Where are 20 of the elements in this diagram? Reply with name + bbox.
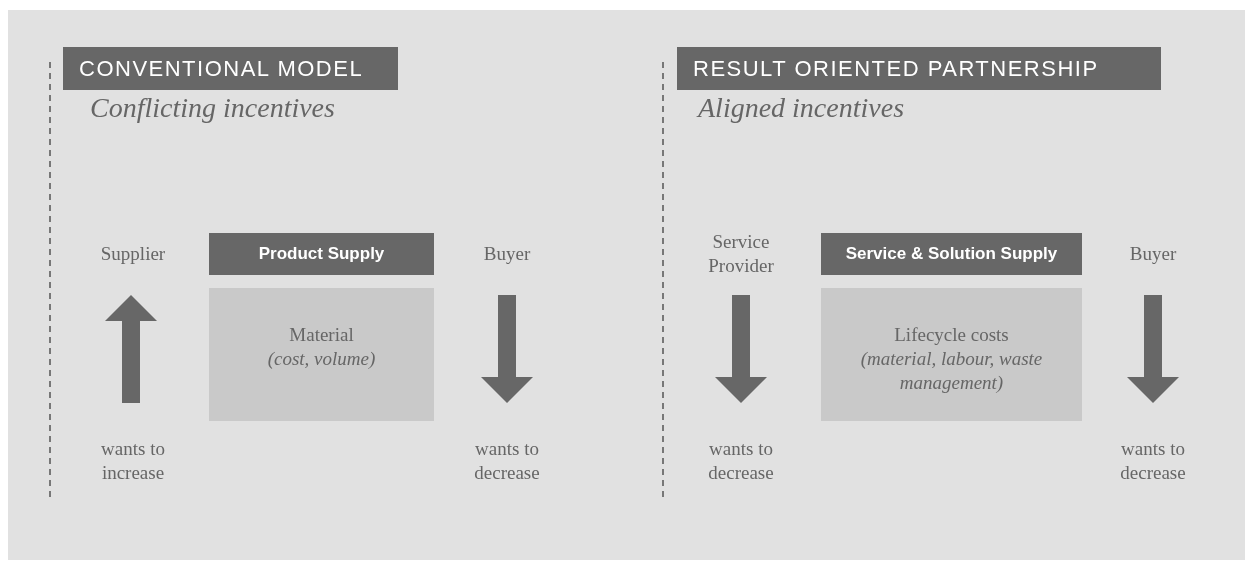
box-detail: (cost, volume) <box>266 347 377 371</box>
role-label: Buyer <box>1128 242 1178 266</box>
subtitle: Conflicting incentives <box>90 91 335 125</box>
section-header: RESULT ORIENTED PARTNERSHIP <box>677 47 1161 90</box>
note: wants to decrease <box>707 437 775 485</box>
role-label: Service Provider <box>707 230 775 278</box>
note: wants to decrease <box>473 437 541 485</box>
content-box <box>821 288 1082 421</box>
note: wants to decrease <box>1119 437 1187 485</box>
box-detail: (material, labour, waste management) <box>859 347 1044 395</box>
role-label: Supplier <box>99 242 167 266</box>
column-header: Service & Solution Supply <box>821 233 1082 275</box>
subtitle: Aligned incentives <box>698 91 905 125</box>
box-title: Lifecycle costs <box>893 323 1010 347</box>
section-header: CONVENTIONAL MODEL <box>63 47 398 90</box>
role-label: Buyer <box>482 242 532 266</box>
box-title: Material <box>288 323 355 347</box>
column-header: Product Supply <box>209 233 434 275</box>
content-box <box>209 288 434 421</box>
note: wants to increase <box>100 437 166 485</box>
